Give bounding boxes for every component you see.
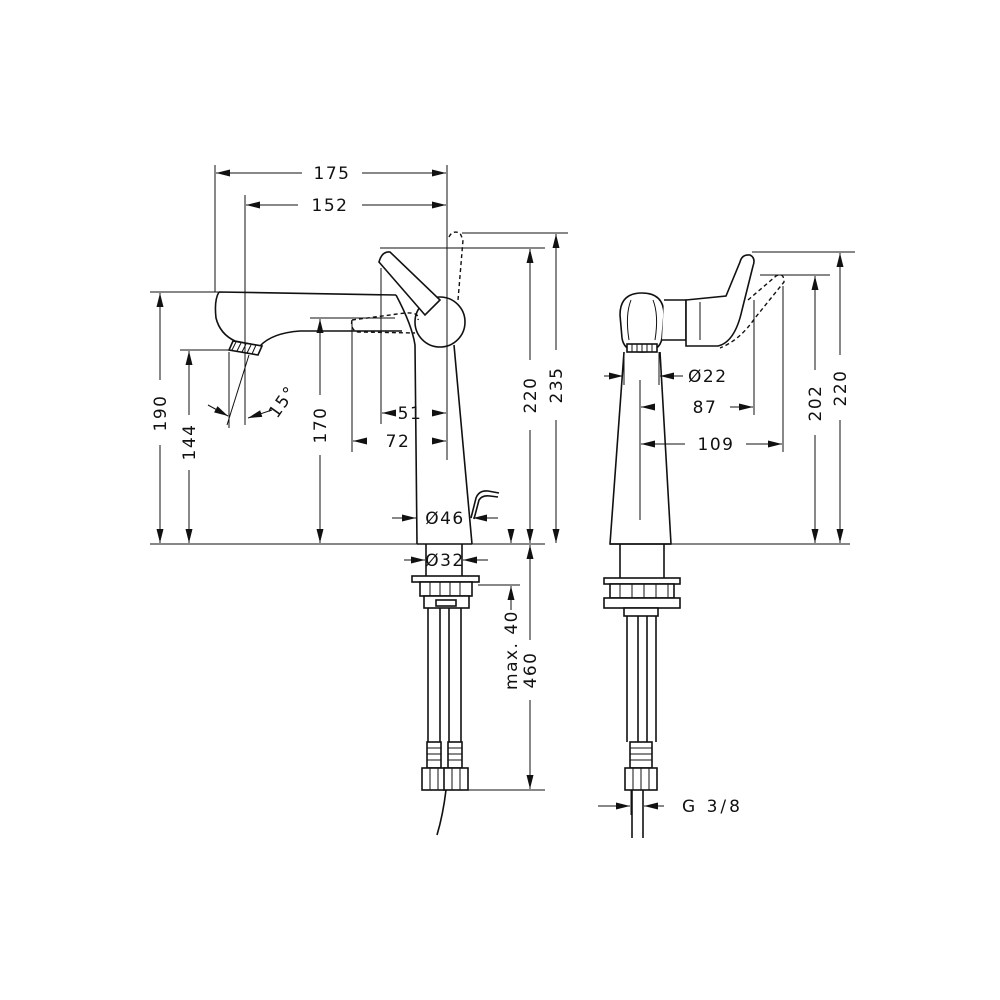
dim-15-degree: 15° bbox=[265, 382, 301, 422]
dim-diameter-46: Ø46 bbox=[425, 509, 465, 529]
dim-72: 72 bbox=[386, 432, 411, 452]
extension-lines bbox=[150, 165, 855, 815]
dim-max-40: max. 40 bbox=[502, 610, 522, 690]
front-popup-rod bbox=[470, 490, 500, 520]
front-lever bbox=[378, 251, 442, 317]
dim-diameter-32: Ø32 bbox=[425, 551, 465, 571]
side-spout bbox=[619, 292, 665, 353]
dim-220-side: 220 bbox=[831, 370, 851, 407]
dim-202: 202 bbox=[806, 385, 826, 422]
dim-235: 235 bbox=[547, 367, 567, 404]
dimension-lines bbox=[156, 169, 844, 810]
dim-175: 175 bbox=[314, 164, 351, 184]
dim-152: 152 bbox=[312, 196, 349, 216]
front-spout bbox=[214, 291, 402, 347]
side-underside bbox=[603, 544, 681, 838]
dim-144: 144 bbox=[180, 424, 200, 461]
front-view bbox=[214, 231, 500, 836]
side-lever bbox=[685, 254, 755, 347]
side-lever-housing bbox=[662, 299, 687, 341]
dim-170: 170 bbox=[311, 407, 331, 444]
dimension-labels: 175 152 190 144 15° 170 51 72 Ø46 Ø32 22… bbox=[151, 164, 851, 817]
dim-51: 51 bbox=[398, 404, 423, 424]
dim-g-3-8: G 3/8 bbox=[682, 797, 743, 817]
dim-87: 87 bbox=[693, 398, 718, 418]
dim-109: 109 bbox=[698, 435, 735, 455]
side-lever-open bbox=[719, 274, 785, 349]
front-lever-open-up bbox=[448, 231, 464, 301]
dim-diameter-22: Ø22 bbox=[688, 367, 728, 387]
dim-190: 190 bbox=[151, 395, 171, 432]
front-body bbox=[395, 294, 473, 545]
front-underside bbox=[411, 544, 480, 836]
dim-460: 460 bbox=[521, 652, 541, 689]
dim-220-front: 220 bbox=[521, 377, 541, 414]
side-view bbox=[603, 254, 785, 838]
